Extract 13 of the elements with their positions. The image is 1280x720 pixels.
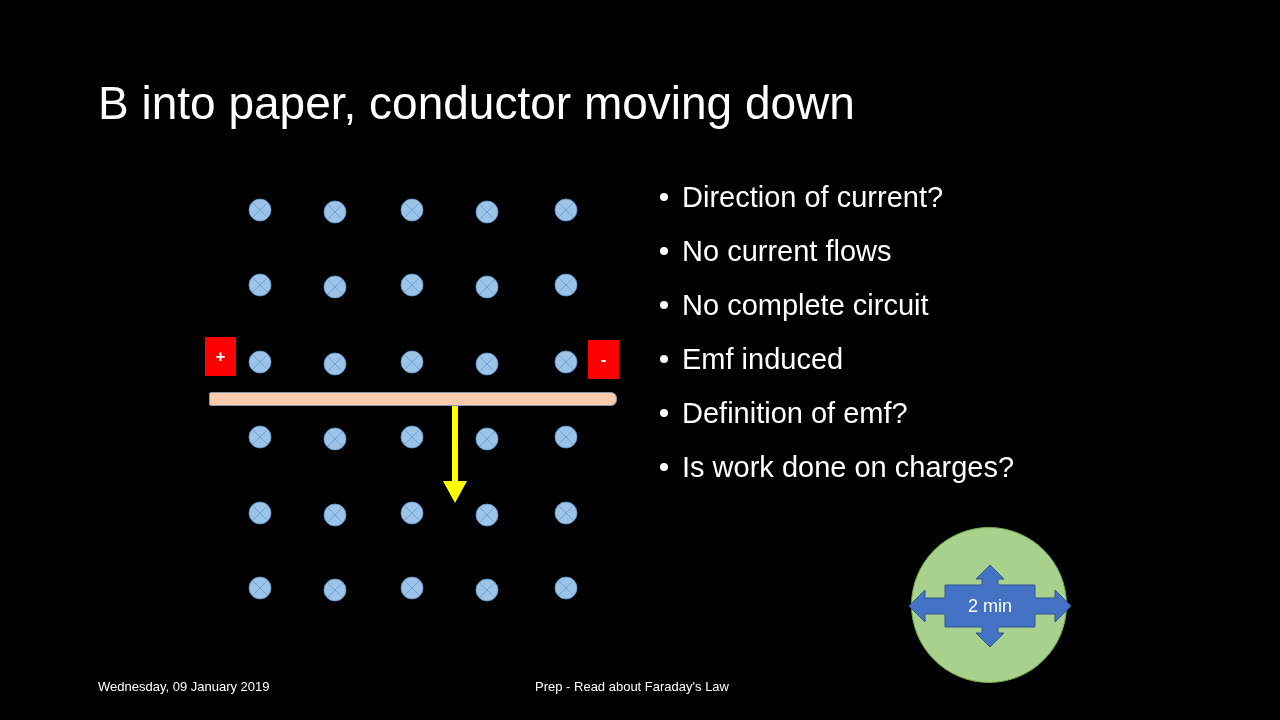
bullet-point: Definition of emf? [682,396,908,430]
bullet-point: Direction of current? [682,180,944,214]
conductor-rod [209,392,617,406]
bullet-point: No current flows [682,234,892,268]
bullet-point: Is work done on charges? [682,450,1015,484]
charge-sign: - [588,340,619,379]
bullet-point: No complete circuit [682,288,929,322]
charge-sign: + [205,337,236,376]
slide-title: B into paper, conductor moving down [98,76,855,130]
bullet-point: Emf induced [682,342,844,376]
footer-note: Prep - Read about Faraday's Law [535,679,729,694]
four-way-arrow: 2 min [909,565,1071,647]
date-footer: Wednesday, 09 January 2019 [98,679,270,694]
